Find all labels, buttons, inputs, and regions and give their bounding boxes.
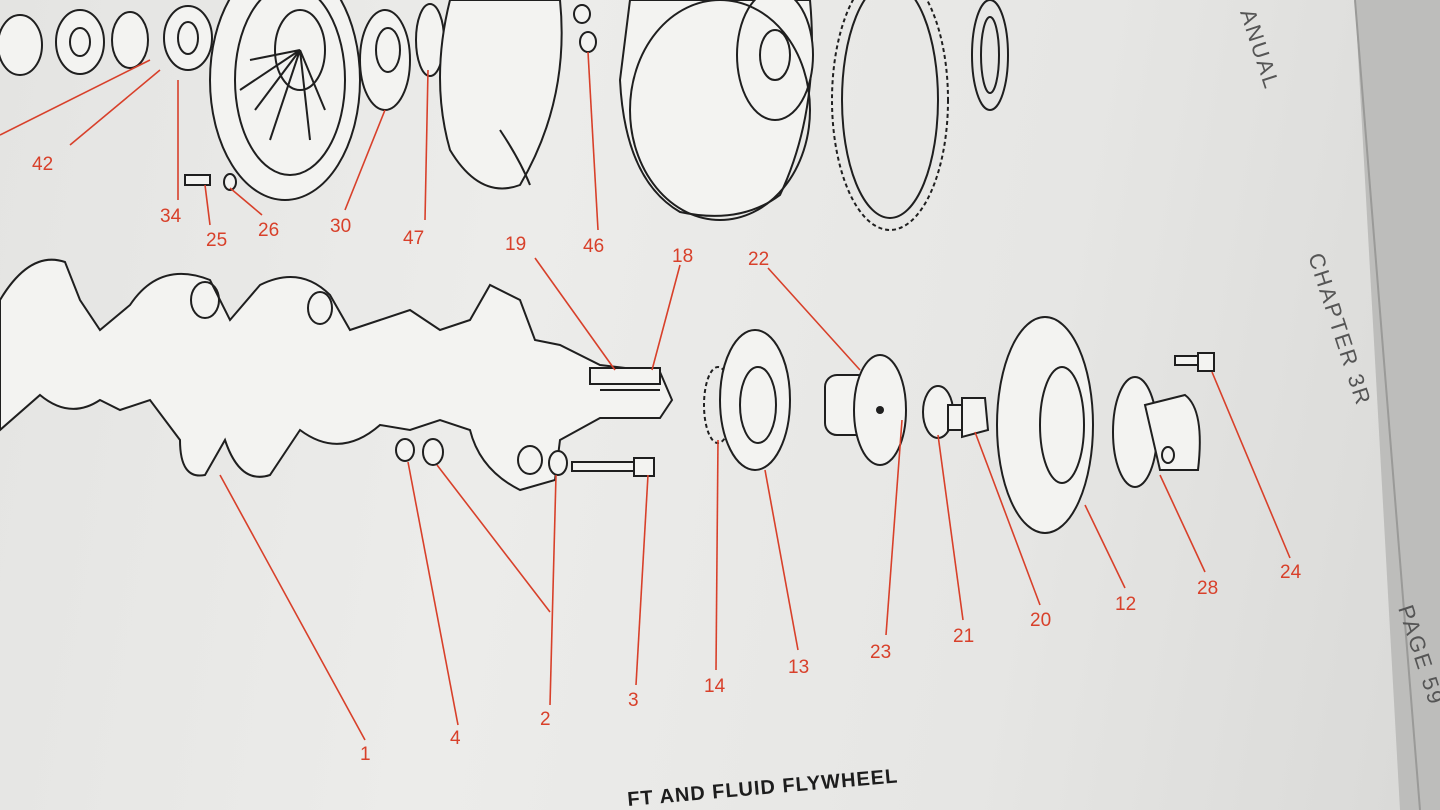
manual-word-fragment: ANUAL <box>1235 6 1285 93</box>
gasket-plate <box>971 0 1009 111</box>
callout-46: 46 <box>583 236 604 257</box>
callout-22: 22 <box>748 249 769 270</box>
callout-4: 4 <box>450 728 461 749</box>
gear-train-assembly <box>0 5 213 76</box>
bolt-25 <box>184 173 237 191</box>
callout-2: 2 <box>540 709 551 730</box>
page-edge-shadow <box>1355 0 1440 810</box>
clutch-disc <box>209 0 361 201</box>
crankshaft <box>0 258 674 492</box>
hub-23 <box>824 354 907 466</box>
bearing-washers-4-2 <box>395 438 568 476</box>
fluid-flywheel-body <box>618 0 814 221</box>
callout-20: 20 <box>1030 610 1051 631</box>
callout-26: 26 <box>258 220 279 241</box>
callout-34: 34 <box>160 206 182 227</box>
starter-ring-gear <box>831 0 949 231</box>
small-bolt-46 <box>573 4 597 53</box>
callout-21: 21 <box>953 626 974 647</box>
figure-caption: FT AND FLUID FLYWHEEL <box>627 765 900 810</box>
callout-1: 1 <box>360 744 371 765</box>
callout-numbers: 42 34 25 26 30 47 46 19 18 22 1 4 2 3 14… <box>32 154 1302 765</box>
callout-leader-lines <box>0 51 1291 741</box>
bolt-20 <box>947 397 990 439</box>
callout-28: 28 <box>1197 578 1218 599</box>
damper-flange-28 <box>1112 376 1201 488</box>
long-bolt-3 <box>571 457 655 477</box>
page-edge-line <box>1354 0 1421 810</box>
callout-12: 12 <box>1115 594 1136 615</box>
callout-30: 30 <box>330 216 351 237</box>
callout-19: 19 <box>505 234 526 255</box>
fluid-coupling-cover <box>439 0 563 190</box>
chapter-label: CHAPTER 3R <box>1303 250 1376 409</box>
callout-13: 13 <box>788 657 809 678</box>
oil-thrower-13 <box>719 329 791 471</box>
bolt-24 <box>1174 352 1215 372</box>
callout-23: 23 <box>870 642 891 663</box>
callout-42: 42 <box>32 154 53 175</box>
callout-24: 24 <box>1280 562 1302 583</box>
pulley-12 <box>996 316 1094 534</box>
callout-3: 3 <box>628 690 639 711</box>
callout-14: 14 <box>704 676 726 697</box>
callout-47: 47 <box>403 228 424 249</box>
callout-18: 18 <box>672 246 693 267</box>
callout-25: 25 <box>206 230 227 251</box>
clutch-hub <box>359 3 445 111</box>
